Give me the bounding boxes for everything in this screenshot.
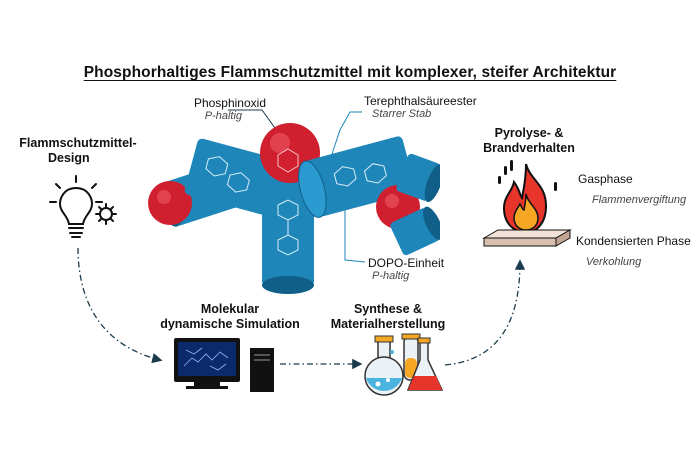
gas-phase-sub: Flammenvergiftung	[592, 194, 687, 206]
condensed-phase-label: Kondensierten Phase	[576, 234, 691, 248]
leader-dopo	[344, 198, 366, 263]
molecule-illustration	[148, 123, 440, 294]
gas-phase-label: Gasphase	[578, 172, 633, 186]
condensed-phase-sub: Verkohlung	[586, 256, 642, 268]
arrow-synthesis-to-pyrolysis	[444, 259, 526, 366]
phosphinoxid-label: Phosphinoxid P-haltig	[178, 96, 266, 123]
stage-pyrolysis-label: Pyrolyse- & Brandverhalten	[483, 126, 575, 155]
flask-icon	[364, 333, 444, 396]
stage-synthesis-label: Synthese & Materialherstellung	[330, 302, 446, 331]
arrow-design-to-simulation	[77, 247, 163, 364]
stage-design-label: Flammschutzmittel- Design	[19, 136, 137, 165]
computer-icon	[174, 338, 274, 392]
dopo-label: DOPO-Einheit P-haltig	[368, 256, 445, 282]
stage-simulation-label: Molekular dynamische Simulation	[160, 302, 300, 331]
lightbulb-gear-icon	[49, 175, 117, 238]
terephthal-sub: Starrer Stab	[372, 108, 432, 120]
page-title: Phosphorhaltiges Flammschutzmittel mit k…	[83, 64, 617, 81]
flame-icon	[482, 160, 572, 247]
dopo-sub: P-haltig	[372, 270, 410, 282]
leader-terephthal	[329, 111, 362, 161]
leader-phosphinoxid	[228, 109, 276, 129]
terephthal-label: Terephthalsäureester Starrer Stab	[364, 94, 477, 120]
phosphinoxid-sub: P-haltig	[204, 110, 242, 122]
